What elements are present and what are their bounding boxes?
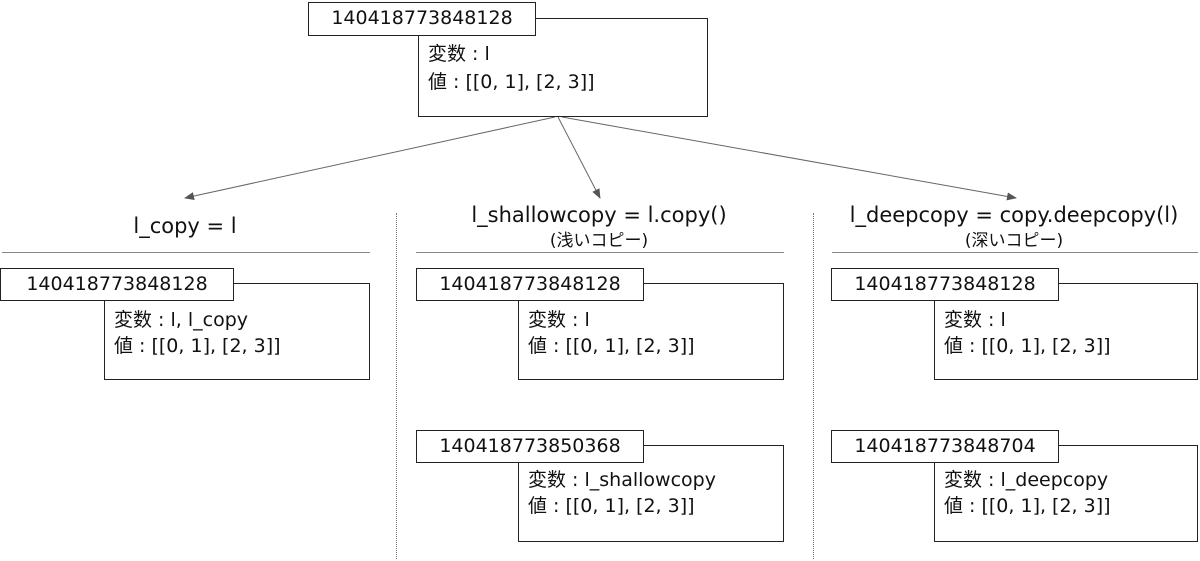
value-label: 値 : xyxy=(114,335,152,357)
object-variable-line: 変数 : l_deepcopy xyxy=(944,468,1108,493)
value-text: [[0, 1], [2, 3]] xyxy=(981,335,1111,357)
arrow-to-deepcopy xyxy=(561,116,1017,201)
variable-label: 変数 : xyxy=(428,43,485,65)
column-rule-shallowcopy xyxy=(416,252,784,253)
variable-label: 変数 : xyxy=(114,309,171,331)
value-label: 値 : xyxy=(944,495,982,517)
variable-name: l xyxy=(584,309,590,331)
arrow-to-shallowcopy xyxy=(557,116,601,199)
column-separator-2 xyxy=(813,213,814,559)
column-subheading-deepcopy: (深いコピー) xyxy=(964,231,1064,251)
object-value-line: 値 : [[0, 1], [2, 3]] xyxy=(528,334,695,359)
object-address: 140418773848704 xyxy=(831,430,1059,463)
variable-label: 変数 : xyxy=(944,309,1001,331)
variable-label: 変数 : xyxy=(528,309,585,331)
column-subheading-shallowcopy: (浅いコピー) xyxy=(549,231,649,251)
value-text: [[0, 1], [2, 3]] xyxy=(565,335,695,357)
column-rule-deepcopy xyxy=(832,252,1198,253)
object-address: 140418773848128 xyxy=(0,268,234,301)
column-heading-copy: l_copy = l xyxy=(133,214,237,238)
value-label: 値 : xyxy=(528,335,566,357)
value-text: [[0, 1], [2, 3]] xyxy=(981,495,1111,517)
arrow-to-copy xyxy=(184,116,556,200)
object-value-line: 値 : [[0, 1], [2, 3]] xyxy=(944,334,1111,359)
column-rule-copy xyxy=(2,252,370,253)
column-heading-deepcopy: l_deepcopy = copy.deepcopy(l) xyxy=(849,203,1179,227)
object-value-line: 値 : [[0, 1], [2, 3]] xyxy=(528,494,695,519)
object-value-line: 値 : [[0, 1], [2, 3]] xyxy=(114,334,281,359)
value-text: [[0, 1], [2, 3]] xyxy=(465,71,595,93)
value-label: 値 : xyxy=(944,335,982,357)
object-variable-line: 変数 : l, l_copy xyxy=(114,308,248,333)
variable-label: 変数 : xyxy=(944,469,1001,491)
object-address: 140418773848128 xyxy=(831,268,1059,301)
value-label: 値 : xyxy=(428,71,466,93)
object-address: 140418773848128 xyxy=(308,2,536,36)
column-separator-1 xyxy=(396,213,397,559)
object-value-line: 値 : [[0, 1], [2, 3]] xyxy=(428,70,595,95)
column-heading-shallowcopy: l_shallowcopy = l.copy() xyxy=(471,203,727,227)
object-value-line: 値 : [[0, 1], [2, 3]] xyxy=(944,494,1111,519)
value-text: [[0, 1], [2, 3]] xyxy=(565,495,695,517)
value-text: [[0, 1], [2, 3]] xyxy=(151,335,281,357)
variable-name: l_shallowcopy xyxy=(584,469,716,491)
object-variable-line: 変数 : l xyxy=(428,42,490,67)
object-variable-line: 変数 : l_shallowcopy xyxy=(528,468,716,493)
value-label: 値 : xyxy=(528,495,566,517)
variable-label: 変数 : xyxy=(528,469,585,491)
variable-name: l xyxy=(484,43,490,65)
object-variable-line: 変数 : l xyxy=(944,308,1006,333)
object-address: 140418773850368 xyxy=(416,430,644,463)
variable-name: l xyxy=(1000,309,1006,331)
object-body xyxy=(518,283,784,380)
variable-name: l, l_copy xyxy=(170,309,248,331)
object-address: 140418773848128 xyxy=(416,268,644,301)
variable-name: l_deepcopy xyxy=(1000,469,1109,491)
object-variable-line: 変数 : l xyxy=(528,308,590,333)
